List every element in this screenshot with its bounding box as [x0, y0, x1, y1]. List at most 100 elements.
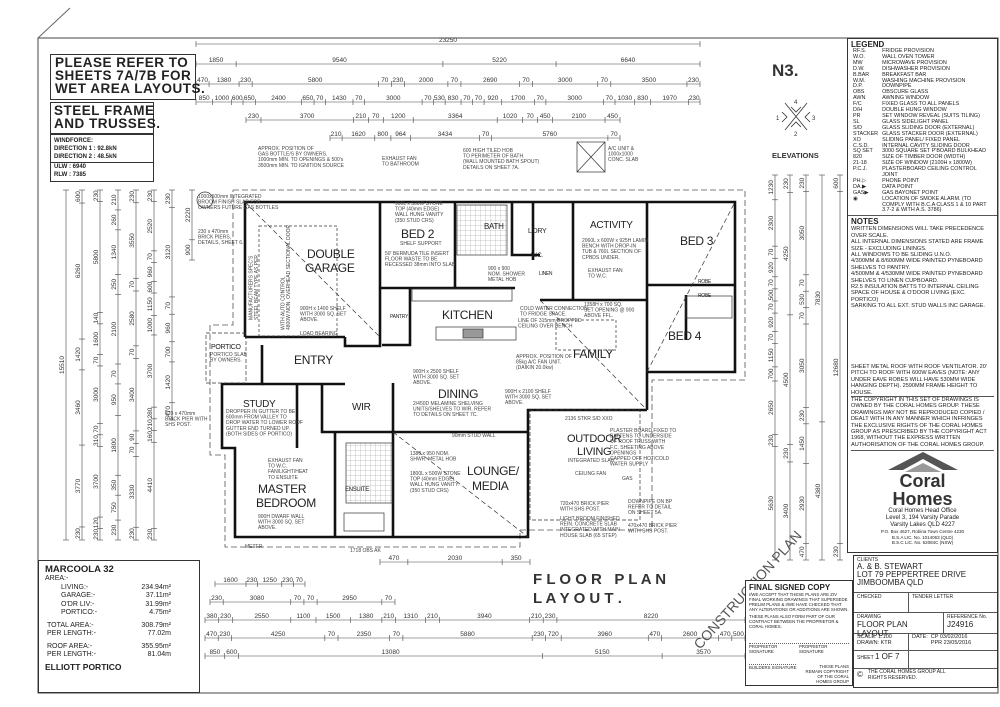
dimension-value: 70	[328, 631, 336, 638]
note-item: 4/300mm & 8/600mm WIDE PAINTED PYNEBOARD…	[851, 258, 983, 271]
proprietor-signature-2[interactable]: PROPRIETOR SIGNATURE	[799, 644, 828, 654]
dimension-value: 1500	[326, 613, 341, 620]
area-value: 37.11m²	[145, 592, 171, 599]
dimension-value: 70	[522, 77, 530, 84]
plan-details	[196, 141, 736, 538]
legend-description: OBSCURE GLASS	[882, 89, 929, 96]
dimension-value: 750	[111, 502, 118, 513]
drawn-by: DRAWN: KTR	[857, 640, 892, 646]
dimension-value: 230	[147, 190, 154, 201]
area-value: 355.95m²	[141, 642, 171, 650]
annotation-vanity: 900L x 500W STONE	[395, 201, 443, 207]
area-label: PORTICO:-	[61, 609, 98, 616]
dimension-value: 140	[93, 312, 100, 323]
room-wir: WIR	[352, 402, 371, 413]
dimension-value: 720	[548, 631, 559, 638]
annotation-brick-pier: 230 x 470mm	[198, 229, 228, 235]
area-label: LIVING:-	[61, 583, 89, 591]
room-master-2: BEDROOM	[256, 496, 316, 510]
room-ensuite: ENSUITE	[345, 487, 369, 493]
annotation-dropped-ceiling: CEILING OVER BENCH	[518, 324, 573, 330]
dimension-value: 230	[833, 546, 840, 557]
annotation-pier-left: SHS POST.	[165, 422, 191, 428]
annotation-dining-shelf: WITH 3000 SQ. SET	[505, 395, 551, 401]
dimension-value: 600	[75, 191, 82, 202]
legend-code: DA.▶	[853, 183, 867, 190]
dimension-value: 210	[331, 131, 342, 138]
annotation-stacker: 2136 STKR S/D XXO	[565, 416, 613, 422]
dimension-value: 920	[768, 317, 775, 328]
dimension-value: 230	[211, 595, 222, 602]
dimension-value: 230	[219, 631, 230, 638]
builders-signature[interactable]: BUILDERS SIGNATURE	[749, 664, 797, 684]
notice-line: SHEETS 7A/7B FOR	[55, 68, 192, 83]
legend-code: W.M.	[853, 77, 866, 84]
elevation-2: 2	[794, 132, 798, 138]
annotation-outdoor-slab: INTEGRATED SLAB	[568, 458, 615, 464]
legend-description: PHONE POINT	[882, 177, 920, 184]
dimension-value: 230	[392, 77, 403, 84]
annotation-gas-slab: OWNERS FUTURE GAS BOTTLES	[198, 205, 279, 211]
dimension-value: 230	[768, 435, 775, 446]
legend-code: GAS▶	[853, 189, 869, 196]
dimension-value: 70	[606, 95, 614, 102]
annotation-steel-beam: MANUFACTURERS SPEC'S	[248, 255, 254, 320]
dimension-value: 70	[307, 595, 315, 602]
dimension-value: 70	[296, 577, 304, 584]
dimension-value: 230	[246, 577, 257, 584]
elevation-3: 3	[812, 116, 816, 122]
note-item: WRITTEN DIMENSIONS WILL TAKE PRECEDENCE …	[851, 226, 984, 239]
dimension-value: 4500	[783, 372, 790, 387]
legend-code: D/H	[853, 107, 863, 114]
dimension-value: 70	[527, 113, 535, 120]
client-address-1: LOT 79 PEPPERTREE DRIVE	[857, 570, 967, 579]
walls	[220, 200, 737, 539]
annotation-gas-bottles: GAS BOTTLE/S BY OWNERS.	[258, 152, 327, 158]
annotation-ensuite-vanity: TOP (40mm EDGE).	[410, 477, 456, 483]
dimension-value: 1000	[147, 318, 154, 333]
dimension-value: 230	[165, 193, 172, 204]
dimension-value: 2580	[129, 311, 136, 326]
proprietor-signature-1[interactable]: PROPRIETOR SIGNATURE	[749, 644, 778, 654]
dimension-value: 7830	[815, 291, 822, 306]
legend-code: RF.S.	[853, 48, 867, 54]
dimension-value: 960	[147, 266, 154, 277]
annotation-water: WATER SUPPLY	[610, 462, 649, 468]
annotation-activity-bench: BENCH WITH DROP-IN	[582, 244, 637, 250]
notes-title: NOTES	[851, 217, 879, 227]
dimension-value: 2030	[448, 555, 463, 562]
checked-cell: CHECKED	[854, 593, 909, 612]
dimension-value: 70	[355, 95, 363, 102]
annotation-dining-note: UNITS/SHELVES TO WIR. REFER	[413, 407, 491, 413]
annotation-study-note: (BOTH SIDES OF PORTICO)	[226, 431, 292, 437]
annotation-master-exhaust: EXHAUST FAN	[268, 458, 303, 464]
annotation-vanity: TOP (40mm EDGE)	[395, 207, 440, 213]
annotation-pier-shs: WITH SHS POST.	[560, 507, 600, 513]
dimension-value: 1420	[75, 347, 82, 362]
annotation-garage-shelf: 900H x 1400 SHELF	[300, 306, 346, 312]
dimension-value: 3700	[147, 363, 154, 378]
dimension-value: 5800	[93, 249, 100, 264]
room-study: STUDY	[243, 399, 276, 410]
dimension-value: 4380	[815, 483, 822, 498]
area-row: LIVING:-234.94m²	[61, 584, 193, 593]
annotation-ac-unit: CONC. SLAB	[608, 157, 639, 163]
annotation-shower: NOM. SHOWER	[488, 272, 525, 278]
annotation-ensuite-vanity: 1800L x 500W STONE	[410, 471, 461, 477]
legend-item: GAS▶GAS BAYONET POINT	[851, 189, 994, 197]
rlw-value: RLW : 7385	[54, 172, 87, 178]
area-label: PER LENGTH:-	[47, 630, 97, 637]
dimension-value: 450	[540, 113, 551, 120]
room-garage-2: GARAGE	[305, 261, 355, 275]
dimension-value: 5220	[492, 57, 507, 64]
dimension-value: 6640	[621, 57, 636, 64]
brand-name-1: Coral	[899, 471, 946, 491]
annotation-kitchen-shelf: 900H x 2500 SHELF	[413, 369, 459, 375]
legend-description: FIXED GLASS TO ALL PANELS	[882, 101, 960, 108]
annotation-downpipe: REFER TO DETAIL	[628, 505, 672, 511]
area-row: PORTICO:-4.75m²	[61, 609, 193, 618]
annotation-ac-fan: 85kg A/C FAN UNIT.	[516, 360, 561, 366]
